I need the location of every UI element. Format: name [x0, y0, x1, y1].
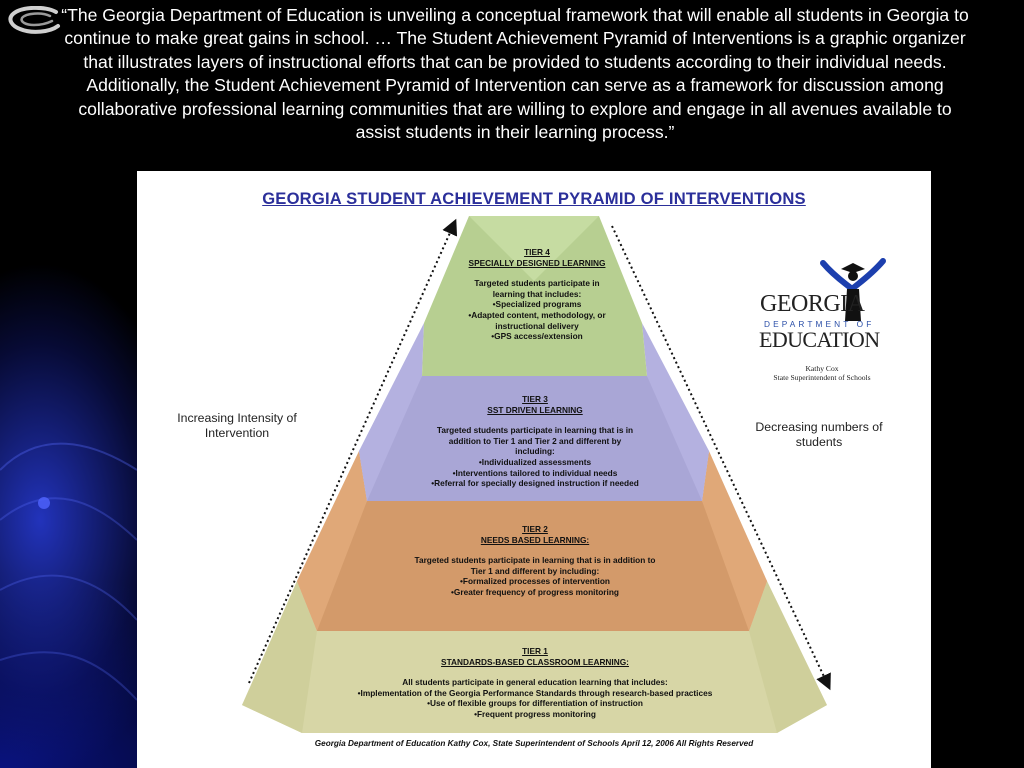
tier3-line: addition to Tier 1 and Tier 2 and differ…: [448, 435, 622, 446]
logo-education: EDUCATION: [759, 327, 880, 352]
tier2-band: [297, 501, 767, 631]
diagram-title: GEORGIA STUDENT ACHIEVEMENT PYRAMID OF I…: [262, 189, 806, 208]
tier3-right-facet: [642, 323, 709, 501]
tier2-line: •Greater frequency of progress monitorin…: [451, 586, 619, 597]
tier4-cap: [469, 216, 599, 281]
tier4-line: •Adapted content, methodology, or: [468, 309, 606, 320]
tier1-line: •Implementation of the Georgia Performan…: [357, 687, 713, 698]
tier4-name: TIER 4: [524, 247, 550, 257]
tier1-right-facet: [749, 581, 827, 733]
tier1-name: TIER 1: [522, 646, 548, 656]
tier3-line: Targeted students participate in learnin…: [436, 425, 634, 436]
tier3-band: [359, 376, 709, 501]
tier1-left-facet: [242, 581, 317, 733]
graduate-figure-icon: [820, 258, 886, 321]
tier1-line: •Use of flexible groups for differentiat…: [427, 698, 643, 709]
tier3-subtitle: SST DRIVEN LEARNING: [487, 404, 583, 415]
tier4-line: learning that includes:: [492, 288, 582, 299]
tier3-name: TIER 3: [522, 394, 548, 404]
tier1-line: All students participate in general educ…: [402, 677, 668, 688]
tier4-band: [422, 216, 647, 376]
tier1-band: [242, 631, 827, 733]
tier2-left-facet: [297, 451, 367, 631]
tier3-line: •Individualized assessments: [478, 456, 592, 467]
logo-kathy-role: State Superintendent of Schools: [773, 373, 871, 382]
tier2-line: •Formalized processes of intervention: [460, 576, 610, 587]
logo-department: DEPARTMENT OF: [764, 319, 875, 329]
tier4-line: Targeted students participate in: [474, 278, 600, 289]
tier4-subtitle: SPECIALLY DESIGNED LEARNING: [468, 257, 606, 268]
left-label: Increasing Intensity of Intervention: [177, 411, 297, 440]
tier2-line: Tier 1 and different by including:: [470, 565, 600, 576]
tier2-subtitle: NEEDS BASED LEARNING:: [480, 534, 590, 545]
tier2-right-facet: [702, 451, 767, 631]
tier3-text: TIER 3 SST DRIVEN LEARNING Targeted stud…: [405, 394, 665, 489]
tier3-line: •Referral for specially designed instruc…: [431, 478, 639, 489]
diagram-footer: Georgia Department of Education Kathy Co…: [314, 739, 754, 748]
c-logo-icon: [8, 6, 60, 34]
tier4-line: •Specialized programs: [492, 299, 582, 310]
tier3-left-facet: [359, 323, 424, 501]
intro-quote: “The Georgia Department of Education is …: [61, 5, 969, 143]
logo-georgia: GEORGIA: [760, 291, 865, 317]
logo-kathy-name: Kathy Cox: [805, 364, 839, 373]
tier1-line: •Frequent progress monitoring: [474, 708, 596, 719]
tier3-line: •Interventions tailored to individual ne…: [452, 467, 618, 478]
tier1-subtitle: STANDARDS-BASED CLASSROOM LEARNING:: [441, 656, 629, 667]
tier2-text: TIER 2 NEEDS BASED LEARNING: Targeted st…: [385, 524, 685, 598]
pyramid-graphic: [242, 216, 886, 733]
tier4-line: instructional delivery: [495, 320, 579, 331]
tier4-line: •GPS access/extension: [491, 331, 583, 342]
left-intensity-arrow: [248, 218, 458, 684]
tier4-text: TIER 4 SPECIALLY DESIGNED LEARNING Targe…: [437, 247, 637, 342]
pyramid-slide: GEORGIA STUDENT ACHIEVEMENT PYRAMID OF I…: [137, 171, 931, 768]
right-decrease-arrow: [611, 225, 831, 691]
tier2-line: Targeted students participate in learnin…: [414, 555, 656, 566]
tier2-name: TIER 2: [522, 524, 548, 534]
right-label: Decreasing numbers of students: [755, 420, 883, 449]
tier3-line: including:: [515, 446, 555, 457]
logo-credit: Kathy Cox State Superintendent of School…: [757, 364, 887, 382]
tier1-text: TIER 1 STANDARDS-BASED CLASSROOM LEARNIN…: [350, 646, 720, 720]
